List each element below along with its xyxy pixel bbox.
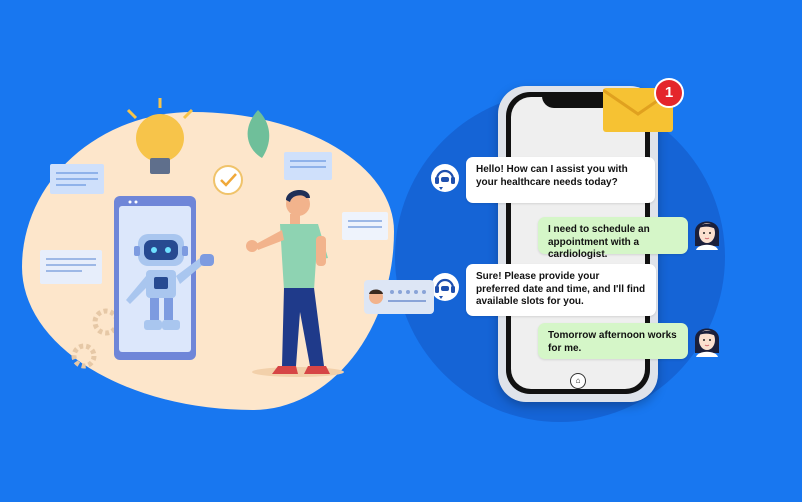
home-icon[interactable]: ⌂ <box>570 373 586 389</box>
floating-chat-card <box>40 250 102 284</box>
man-character <box>246 189 344 377</box>
gear-icon <box>71 308 120 369</box>
floating-chat-card <box>50 164 104 194</box>
user-message: I need to schedule an appointment with a… <box>538 217 688 260</box>
user-avatar <box>695 221 719 250</box>
floating-chat-card <box>284 152 332 180</box>
user-message: Tomorrow afternoon works for me. <box>538 323 688 359</box>
user-avatar <box>695 328 719 357</box>
chatbot-headset-icon <box>431 273 459 301</box>
floating-chat-card <box>342 212 388 240</box>
phone-notch <box>542 92 614 108</box>
rating-card <box>364 280 434 314</box>
robot-character <box>126 234 214 330</box>
notification-badge: 1 <box>654 78 684 108</box>
chatbot-headset-icon <box>431 164 459 192</box>
star-rating-icon <box>369 289 426 304</box>
check-icon <box>213 165 243 195</box>
lightbulb-icon <box>126 98 194 174</box>
leaf-decoration <box>247 110 270 158</box>
bot-message: Hello! How can I assist you with your he… <box>466 157 655 203</box>
bot-message: Sure! Please provide your preferred date… <box>466 264 656 316</box>
